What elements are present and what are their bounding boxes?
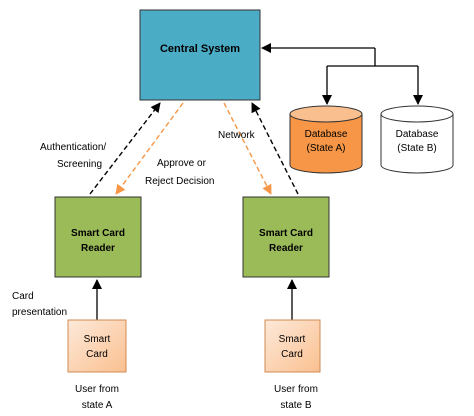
database-b-label-line1: Database	[396, 129, 439, 140]
reader-right-node: Smart Card Reader	[242, 196, 330, 278]
database-connectors	[261, 43, 423, 105]
database-b-cylinder	[380, 113, 454, 174]
central-system-label: Central System	[160, 43, 240, 55]
card-left-label-line2: Card	[86, 349, 108, 360]
database-a-label-line2: (State A)	[307, 143, 346, 154]
left-request-arrow	[89, 102, 161, 195]
card-right-node: Smart Card	[264, 319, 321, 373]
card-presentation-label-line1: Card	[12, 291, 34, 302]
card-right-box	[264, 319, 321, 373]
reader-left-node: Smart Card Reader	[54, 196, 142, 278]
left-decision-arrow	[115, 102, 184, 195]
reader-left-label-line1: Smart Card	[71, 228, 125, 239]
central-to-databases-line	[327, 48, 418, 67]
reader-right-label-line2: Reader	[269, 243, 303, 254]
database-b-top	[380, 105, 454, 123]
right-request-arrow	[251, 102, 299, 195]
card-right-label-line1: Smart	[279, 334, 306, 345]
database-b-node: Database (State B)	[380, 105, 454, 174]
approve-label-line1: Approve or	[157, 158, 207, 169]
database-a-label-line1: Database	[305, 129, 348, 140]
card-left-node: Smart Card	[67, 319, 127, 373]
user-b-label-line2: state B	[280, 400, 311, 411]
card-left-box	[67, 319, 127, 373]
user-a-label-line1: User from	[75, 384, 119, 395]
authentication-label-line2: Screening	[57, 159, 102, 170]
card-left-label-line1: Smart	[84, 334, 111, 345]
right-decision-arrow	[223, 102, 272, 195]
reader-left-box	[54, 196, 142, 278]
central-system-box	[139, 9, 261, 101]
network-arrows	[89, 102, 299, 195]
database-b-label-line2: (State B)	[397, 143, 436, 154]
card-presentation-label-line2: presentation	[12, 307, 67, 318]
user-b-label-line1: User from	[274, 384, 318, 395]
approve-label-line2: Reject Decision	[145, 176, 214, 187]
reader-right-box	[242, 196, 330, 278]
authentication-label-line1: Authentication/	[40, 142, 106, 153]
reader-left-label-line2: Reader	[81, 243, 115, 254]
database-a-top	[289, 105, 363, 123]
reader-right-label-line1: Smart Card	[259, 228, 313, 239]
network-label: Network	[218, 130, 256, 141]
database-a-node: Database (State A)	[289, 105, 363, 174]
user-a-label-line2: state A	[82, 400, 113, 411]
card-right-label-line2: Card	[281, 349, 303, 360]
database-a-cylinder	[289, 113, 363, 174]
central-system-node: Central System	[139, 9, 261, 101]
